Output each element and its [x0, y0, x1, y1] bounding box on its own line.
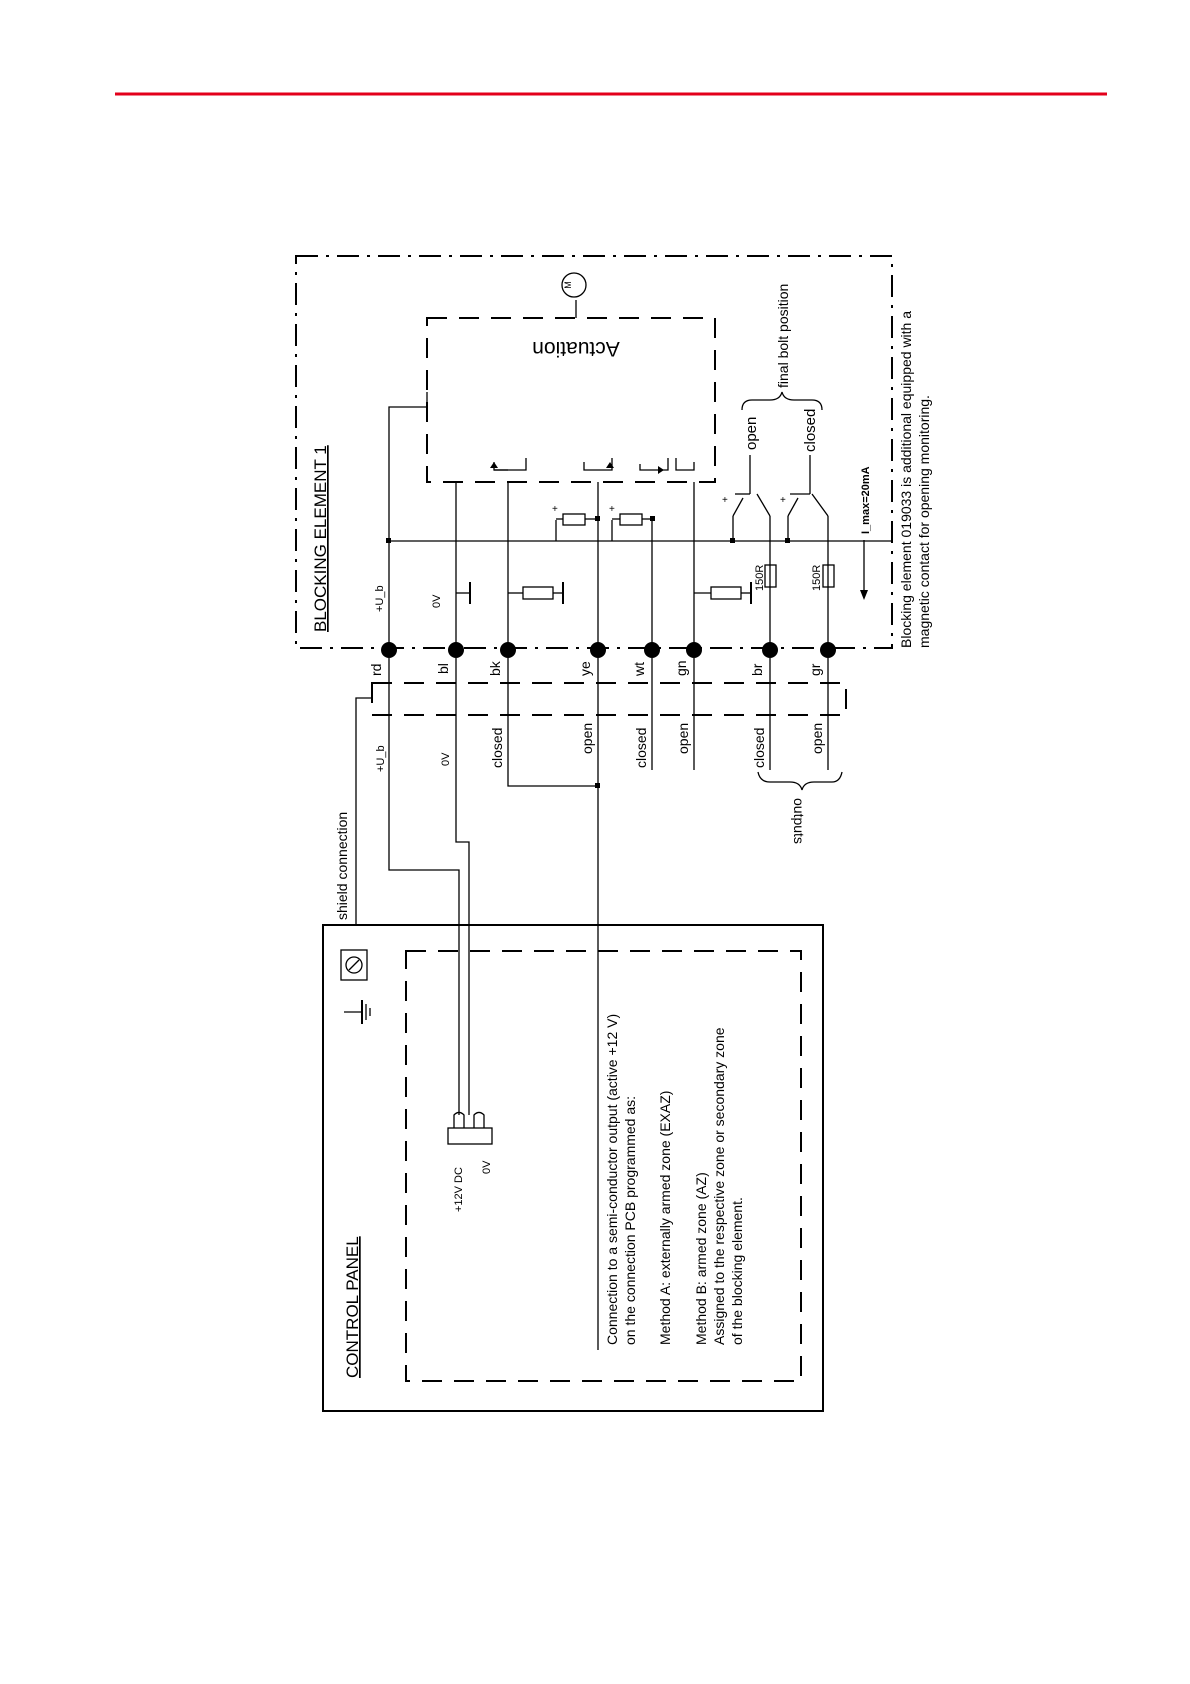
- ov-ground-symbol: [456, 582, 471, 604]
- actuation-label: Actuation: [532, 337, 620, 360]
- terminal-label-gr: gr: [807, 663, 823, 676]
- shield-terminal-icon: [340, 949, 368, 981]
- desc-line-2: on the connection PCB programmed as:: [622, 1096, 638, 1345]
- terminal-bl: [448, 642, 464, 658]
- actuation-box: [426, 317, 716, 483]
- terminal-label-gn: gn: [673, 660, 689, 676]
- svg-text:+: +: [552, 504, 558, 515]
- desc-line-1: Connection to a semi-conductor output (a…: [604, 1014, 620, 1345]
- control-panel-frame: [322, 924, 824, 1412]
- final-bolt-position-label: final bolt position: [775, 284, 791, 388]
- ov-label-inner: 0V: [431, 594, 443, 608]
- method-b-line-3: of the blocking element.: [729, 1197, 745, 1345]
- bolt-open-label: open: [743, 417, 760, 450]
- outputs-label: outputs: [791, 798, 807, 844]
- ov-wire: [455, 658, 470, 1115]
- terminal-label-rd: rd: [368, 664, 384, 676]
- switch-contact-3: [639, 458, 695, 474]
- motor-icon: [561, 272, 587, 298]
- control-panel-inner-frame: [405, 950, 802, 1382]
- bolt-closed-label: closed: [802, 409, 819, 452]
- ub-label-inner: +U_b: [374, 585, 386, 612]
- terminal-label-bl: bl: [435, 663, 451, 674]
- transistor-closed: +: [780, 455, 829, 650]
- bk-wire: [507, 658, 598, 787]
- method-a: Method A: externally armed zone (EXAZ): [657, 1091, 673, 1345]
- supply-0v-label: 0V: [481, 1160, 493, 1174]
- svg-text:+: +: [722, 495, 728, 506]
- cable-shield: [371, 682, 847, 716]
- control-panel-title: CONTROL PANEL: [343, 1236, 362, 1378]
- terminal-gr: [820, 642, 836, 658]
- gn-resistor: [694, 582, 752, 604]
- terminal-gn: [686, 642, 702, 658]
- terminal-label-wt: wt: [631, 662, 647, 677]
- supply-12v-label: +12V DC: [453, 1167, 465, 1212]
- bk-resistor: [508, 582, 564, 604]
- cable-label-wt: closed: [633, 728, 649, 768]
- ye-resistor-network: +: [552, 504, 600, 541]
- gr-resistor-value: 150R: [811, 565, 823, 591]
- terminal-rd: [381, 642, 397, 658]
- outputs-brace: [757, 771, 843, 791]
- cable-label-ye: open: [579, 723, 595, 754]
- terminal-row: [381, 642, 836, 658]
- terminal-bk: [500, 642, 516, 658]
- note-line-1: Blocking element 019033 is additional eq…: [898, 311, 914, 648]
- cable-label-gr: open: [809, 723, 825, 754]
- earth-ground-icon: [344, 1000, 371, 1024]
- ye-bk-node: [595, 783, 600, 788]
- cable-label-gn: open: [675, 723, 691, 754]
- cable-label-ov: 0V: [440, 752, 452, 766]
- terminal-br: [762, 642, 778, 658]
- wt-resistor-network: +: [609, 504, 655, 541]
- gr-resistor: [822, 564, 835, 588]
- ub-wire: [388, 658, 460, 1115]
- switch-contact-1: [490, 458, 527, 471]
- terminal-label-bk: bk: [487, 660, 503, 676]
- cable-label-br: closed: [751, 728, 767, 768]
- terminal-label-br: br: [749, 663, 765, 676]
- terminal-label-ye: ye: [577, 661, 593, 676]
- cable-label-bk: closed: [489, 728, 505, 768]
- shield-connection-label: shield connection: [334, 812, 350, 920]
- imax-arrowhead: [860, 590, 868, 600]
- motor-label: M: [563, 281, 573, 289]
- rd-actuation-lead: [388, 406, 427, 650]
- imax-label: I_max=20mA: [860, 466, 872, 534]
- method-b-line-2: Assigned to the respective zone or secon…: [711, 1027, 727, 1345]
- note-line-2: magnetic contact for opening monitoring.: [916, 395, 932, 648]
- br-resistor-value: 150R: [754, 565, 766, 591]
- terminal-ye: [590, 642, 606, 658]
- supply-connector: [447, 1111, 493, 1145]
- br-resistor: [764, 564, 777, 588]
- switch-contact-2: [583, 458, 614, 471]
- ub-bus-node: [386, 538, 391, 543]
- final-bolt-brace: [741, 391, 823, 411]
- blocking-element-title: BLOCKING ELEMENT 1: [311, 445, 330, 632]
- method-b: Method B: armed zone (AZ): [693, 1172, 709, 1345]
- svg-text:+: +: [780, 495, 786, 506]
- svg-text:+: +: [609, 504, 615, 515]
- cable-label-ub: +U_b: [375, 745, 387, 772]
- transistor-open: +: [722, 455, 771, 650]
- shield-wire: [355, 697, 372, 926]
- terminal-wt: [644, 642, 660, 658]
